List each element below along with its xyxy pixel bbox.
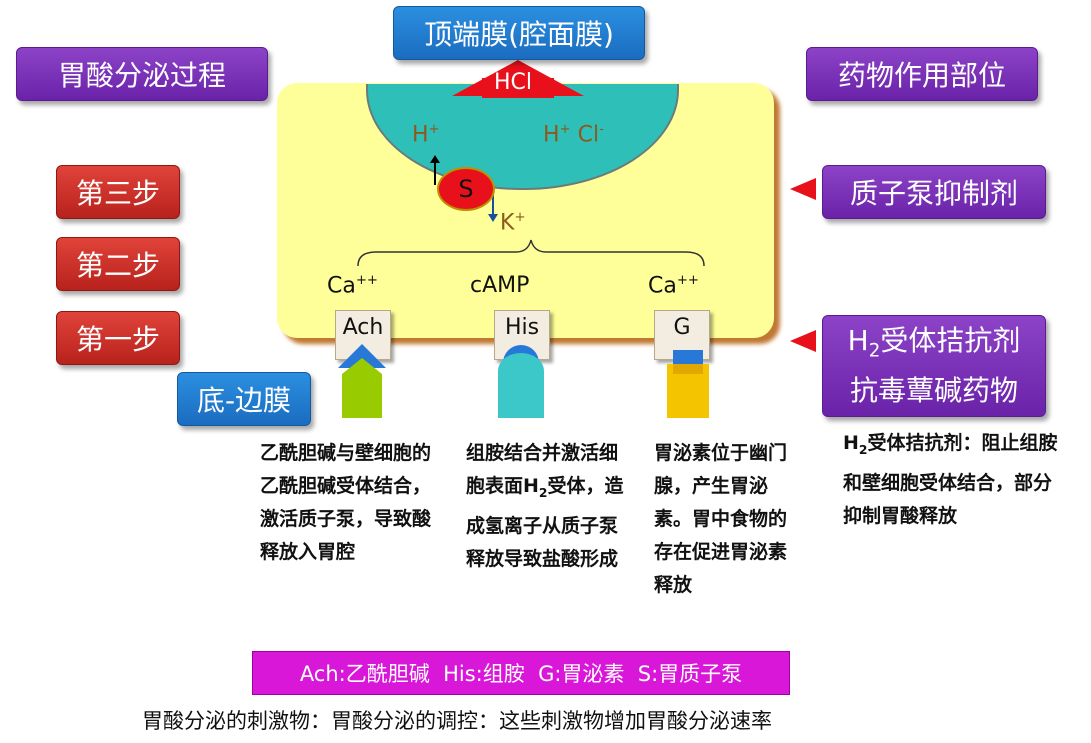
proton-pump: S	[437, 167, 495, 211]
ach-ligand-icon	[338, 344, 386, 418]
camp-label: cAMP	[470, 273, 530, 298]
proton-pump-inhibitor-label: 质子泵抑制剂	[822, 165, 1046, 219]
k-ion: K+	[500, 210, 526, 236]
drug-sites-title: 药物作用部位	[806, 47, 1038, 101]
his-description: 组胺结合并激活细胞表面H2受体，造成氢离子从质子泵释放导致盐酸形成	[466, 442, 624, 570]
ppi-pointer-icon	[790, 178, 816, 200]
his-ligand-icon	[498, 345, 544, 418]
hcl-arrow	[452, 60, 584, 98]
ca-left-label: Ca++	[327, 273, 378, 299]
ach-description: 乙酰胆碱与壁细胞的乙酰胆碱受体结合，激活质子泵，导致酸释放入胃腔	[260, 442, 432, 563]
abbreviation-legend: Ach:乙酰胆碱 His:组胺 G:胃泌素 S:胃质子泵	[252, 651, 790, 695]
h2-antagonist-description: H2受体拮抗剂：阻止组胺和壁细胞受体结合，部分抑制胃酸释放	[843, 432, 1058, 527]
apical-membrane-label: 顶端膜(腔面膜)	[393, 6, 645, 60]
h2-pointer-icon	[790, 330, 816, 352]
g-ligand-icon	[667, 350, 709, 418]
ca-right-label: Ca++	[648, 273, 699, 299]
signal-brace	[357, 239, 705, 267]
step-two: 第二步	[56, 237, 180, 291]
lumen-hcl-ions: H+ Cl-	[543, 122, 604, 148]
basolateral-membrane-label: 底-边膜	[177, 372, 311, 426]
footer-caption: 胃酸分泌的刺激物：胃酸分泌的调控：这些刺激物增加胃酸分泌速率	[142, 709, 772, 733]
step-three: 第三步	[56, 165, 180, 219]
step-one: 第一步	[56, 311, 180, 365]
h2-antagonist-label: H2受体拮抗剂 抗毒蕈碱药物	[822, 315, 1046, 417]
lumen-h-ion: H+	[412, 122, 440, 148]
hcl-label: HCl	[494, 70, 533, 95]
process-title: 胃酸分泌过程	[16, 47, 268, 101]
g-description: 胃泌素位于幽门腺，产生胃泌素。胃中食物的存在促进胃泌素释放	[654, 442, 788, 596]
h-out-arrow-icon	[430, 155, 440, 185]
